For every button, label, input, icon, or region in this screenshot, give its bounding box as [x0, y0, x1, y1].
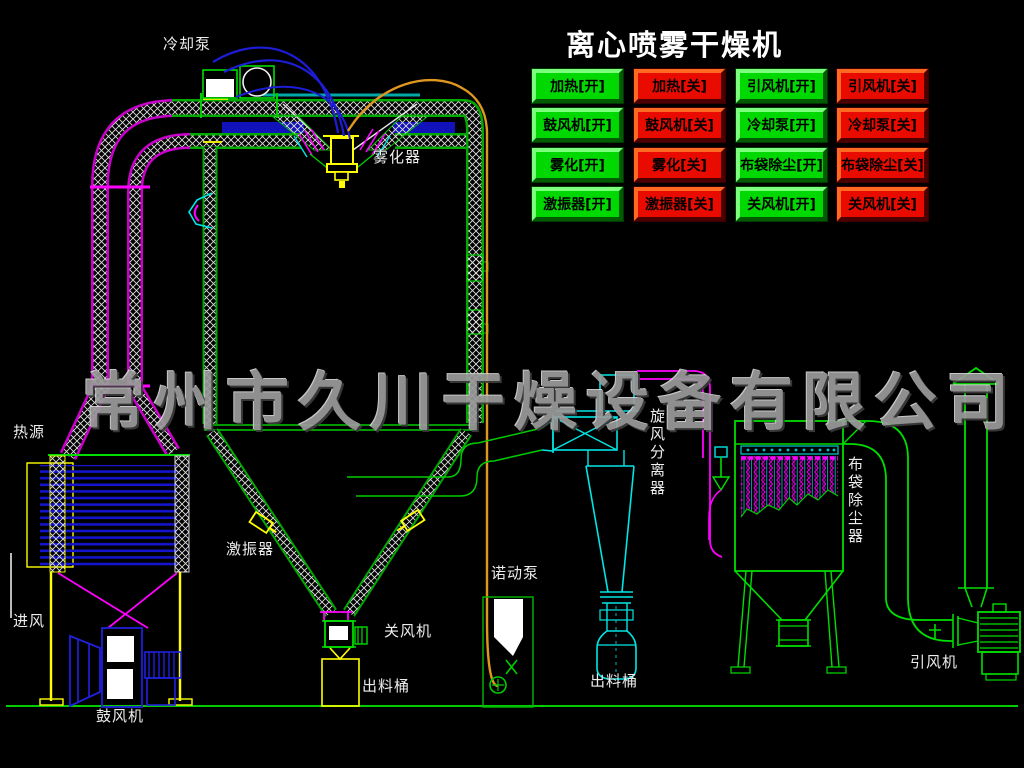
filter-bags	[741, 456, 838, 517]
label-air-inlet: 进风	[13, 612, 46, 630]
btn-atomize-on[interactable]: 雾化[开]	[532, 148, 623, 182]
btn-id-fan-off[interactable]: 引风机[关]	[837, 69, 928, 103]
tower-rotary-valve	[320, 611, 368, 707]
btn-blower-off[interactable]: 鼓风机[关]	[634, 108, 725, 142]
vibrators	[248, 508, 426, 535]
btn-rotary-valve-on[interactable]: 关风机[开]	[736, 187, 827, 221]
btn-heating-off[interactable]: 加热[关]	[634, 69, 725, 103]
exhaust-duct	[843, 420, 953, 642]
chimney	[952, 366, 1000, 608]
btn-vibrator-on[interactable]: 激振器[开]	[532, 187, 623, 221]
btn-rotary-valve-off[interactable]: 关风机[关]	[837, 187, 928, 221]
label-rotary-valve: 关风机	[384, 622, 433, 640]
blower	[69, 627, 182, 708]
label-bag-filter: 布袋除尘器	[846, 456, 864, 546]
btn-bag-filter-off[interactable]: 布袋除尘[关]	[837, 148, 928, 182]
label-discharge-barrel-2: 出料桶	[590, 672, 639, 690]
btn-heating-on[interactable]: 加热[开]	[532, 69, 623, 103]
btn-blower-on[interactable]: 鼓风机[开]	[532, 108, 623, 142]
atomizer	[323, 135, 359, 188]
label-cyclone-separator: 旋风分离器	[648, 408, 666, 498]
peristaltic-pump	[482, 596, 534, 708]
label-vibrator: 激振器	[226, 540, 275, 558]
btn-cooling-pump-off[interactable]: 冷却泵[关]	[837, 108, 928, 142]
page-title: 离心喷雾干燥机	[566, 28, 784, 62]
label-atomizer: 雾化器	[373, 148, 422, 166]
cooling-water-pipes	[212, 46, 351, 140]
label-peristaltic-pump: 诺动泵	[491, 564, 540, 582]
hot-air-duct	[59, 99, 191, 460]
btn-bag-filter-on[interactable]: 布袋除尘[开]	[736, 148, 827, 182]
label-induced-draft-fan: 引风机	[910, 653, 959, 671]
label-discharge-barrel-1: 出料桶	[362, 677, 411, 695]
outlet-duct	[347, 427, 543, 497]
label-cooling-pump: 冷却泵	[163, 35, 212, 53]
heater	[10, 454, 193, 706]
btn-atomize-off[interactable]: 雾化[关]	[634, 148, 725, 182]
bag-filter	[730, 420, 867, 674]
induced-draft-fan	[952, 603, 1021, 681]
company-watermark: 常州市久川干燥设备有限公司	[82, 366, 1018, 439]
btn-cooling-pump-on[interactable]: 冷却泵[开]	[736, 108, 827, 142]
cyclone-separator	[541, 374, 640, 680]
cyclone-to-bagfilter-pipe	[637, 370, 731, 558]
label-heat-source: 热源	[13, 423, 46, 441]
feed-pipe	[346, 78, 499, 688]
btn-id-fan-on[interactable]: 引风机[开]	[736, 69, 827, 103]
btn-vibrator-off[interactable]: 激振器[关]	[634, 187, 725, 221]
label-blower: 鼓风机	[96, 707, 145, 725]
